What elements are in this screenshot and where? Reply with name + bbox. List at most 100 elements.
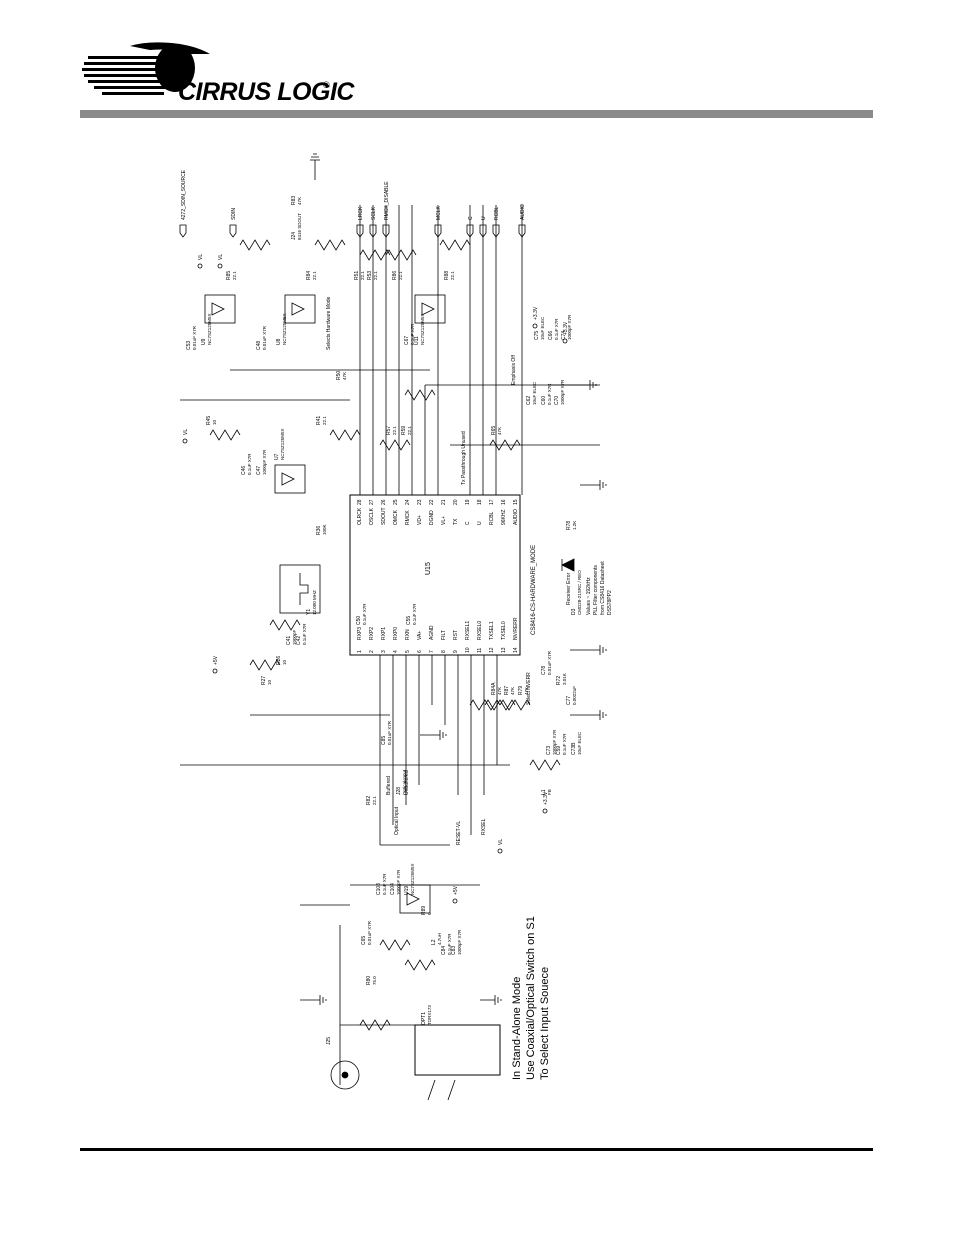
component-ref: R57 <box>386 426 392 435</box>
component-value: 22.1 <box>398 271 403 280</box>
ic-pin-name: VA+ <box>417 631 423 640</box>
annotation-nverr: Select NVERR <box>526 672 532 705</box>
signal-port-marker <box>356 224 364 238</box>
signal-port-label: LRCK <box>358 206 364 220</box>
component-value: Optical Input <box>402 769 407 795</box>
ic-pin-name: VL+ <box>441 516 447 525</box>
component-value: 4.7uH <box>437 933 442 945</box>
footer-rule <box>80 1148 873 1151</box>
power-terminal <box>212 668 218 674</box>
component-ref: J25 <box>326 1037 332 1045</box>
component-value: 0.1uF X7R <box>410 323 415 345</box>
annotation-tx-passthrough: Tx Passthrough Unused <box>461 431 467 485</box>
component-value: NC7SZ125M5X <box>420 313 425 345</box>
component-value: 0.01uF X7R <box>262 325 267 350</box>
ic-pin-name: SDOUT <box>381 508 387 526</box>
power-label: +5V <box>453 885 459 895</box>
component-value: 0.01uF X7R <box>192 325 197 350</box>
component-ref: R41 <box>316 416 322 425</box>
component-value: 10 <box>282 659 287 665</box>
power-label: VL <box>498 839 504 845</box>
component-ref: C73B <box>571 742 577 755</box>
ic-pin-number: 11 <box>477 648 483 653</box>
component-value: 0.1uF X7R <box>554 318 559 340</box>
main-ic-ref: U15 <box>425 562 432 575</box>
component-value: 1000pF X7R <box>567 314 572 340</box>
signal-port-label: RCBL <box>494 206 500 220</box>
signal-port-label: U <box>481 216 487 220</box>
brand-name: CIRRUS LOGIC <box>178 78 354 106</box>
ic-pin-number: 13 <box>501 647 507 653</box>
ic-pin-name: NV/RERR <box>513 617 519 640</box>
power-terminal <box>182 438 188 444</box>
component-ref: R89 <box>421 906 427 915</box>
power-label: +5V <box>213 655 219 665</box>
component-value: 100K <box>322 524 327 535</box>
component-ref: R72 <box>556 676 562 685</box>
note-line-3: To Select Input Souece <box>539 967 551 1080</box>
component-ref: C77 <box>566 696 572 705</box>
ic-pin-number: 18 <box>477 499 483 505</box>
signal-port-label: SDIN <box>231 208 237 220</box>
component-ref: C53 <box>186 341 192 350</box>
component-value: 22.1 <box>372 796 377 805</box>
main-ic-u15: U15 CS8416-CS-HARDWARE_MODE 28OLRCK27OSC… <box>349 494 537 656</box>
component-ref: R82 <box>366 796 372 805</box>
ic-pin-number: 3 <box>381 650 387 653</box>
ic-pin-name: RXP2 <box>369 627 375 640</box>
header-rule <box>80 110 873 118</box>
ic-pin-name: VD+ <box>417 515 423 525</box>
power-label: +3.3V <box>533 306 539 320</box>
cirrus-logic-logo <box>82 42 210 95</box>
ic-pin-number: 8 <box>441 650 447 653</box>
component-ref: R45 <box>206 416 212 425</box>
component-ref: U11 <box>414 336 420 345</box>
component-ref: C73 <box>546 746 552 755</box>
note-line-2: Use Coaxial/Optical Switch on S1 <box>525 916 537 1080</box>
component-value: 1000pF X7R <box>560 379 565 405</box>
component-ref: R80 <box>366 976 372 985</box>
ic-pin-name: TXSEL1 <box>489 621 495 640</box>
power-terminal <box>562 338 568 344</box>
ic-pin-name: RXSEL1 <box>465 621 471 640</box>
schematic-diagram: U15 CS8416-CS-HARDWARE_MODE 28OLRCK27OSC… <box>179 153 613 1101</box>
component-value: 22.1 <box>232 271 237 280</box>
component-ref: R50 <box>336 371 342 380</box>
crystal-y1 <box>279 564 321 614</box>
signal-port-marker <box>179 224 187 238</box>
ic-pin-name: RXP0 <box>393 627 399 640</box>
component-ref: R88 <box>444 271 450 280</box>
component-ref: R59 <box>401 426 407 435</box>
annotation-optical-input: Optical Input <box>394 806 400 835</box>
signal-port-label: MCLK <box>436 205 442 220</box>
ic-pin-name: DGND <box>429 510 435 525</box>
component-ref: C55 <box>406 616 412 625</box>
component-ref: C83 <box>451 946 457 955</box>
component-ref: R84A <box>491 682 497 695</box>
component-value: 0.1uF X7R <box>547 383 552 405</box>
ic-pin-number: 4 <box>393 650 399 653</box>
annotation-unbuffered: Unbuffered <box>404 770 410 795</box>
ic-left-pins: 1RXP32RXP23RXP14RXP05RXN6VA+7AGND8FILT9R… <box>357 617 519 653</box>
component-value: 0.0022uF <box>572 686 577 705</box>
power-terminal <box>197 263 203 269</box>
component-value: 10uF ELEC <box>540 316 545 340</box>
ic-pin-name: RST <box>453 630 459 640</box>
signal-port-label: 4272_SDIN_SOURCE <box>181 169 187 220</box>
component-ref: C84 <box>441 946 447 955</box>
annotation-pll-3: from CS8416 Datasheet <box>600 561 606 615</box>
component-ref: R26 <box>276 656 282 665</box>
buffer-u11 <box>414 294 446 324</box>
component-value: 0.1uF X7R <box>447 933 452 955</box>
component-ref: L2 <box>431 939 437 945</box>
buffer-u8 <box>284 294 316 324</box>
component-ref: C85 <box>381 736 387 745</box>
component-value: FB <box>547 789 552 795</box>
ic-pin-number: 17 <box>489 499 495 505</box>
component-value: 47K <box>510 687 515 695</box>
ic-pin-number: 19 <box>465 499 471 505</box>
ic-pin-name: C <box>465 521 471 525</box>
signal-port-label: RMCK_DISABLE <box>384 181 390 220</box>
signal-port-marker <box>229 224 237 238</box>
ic-pin-name: TX <box>453 518 459 525</box>
